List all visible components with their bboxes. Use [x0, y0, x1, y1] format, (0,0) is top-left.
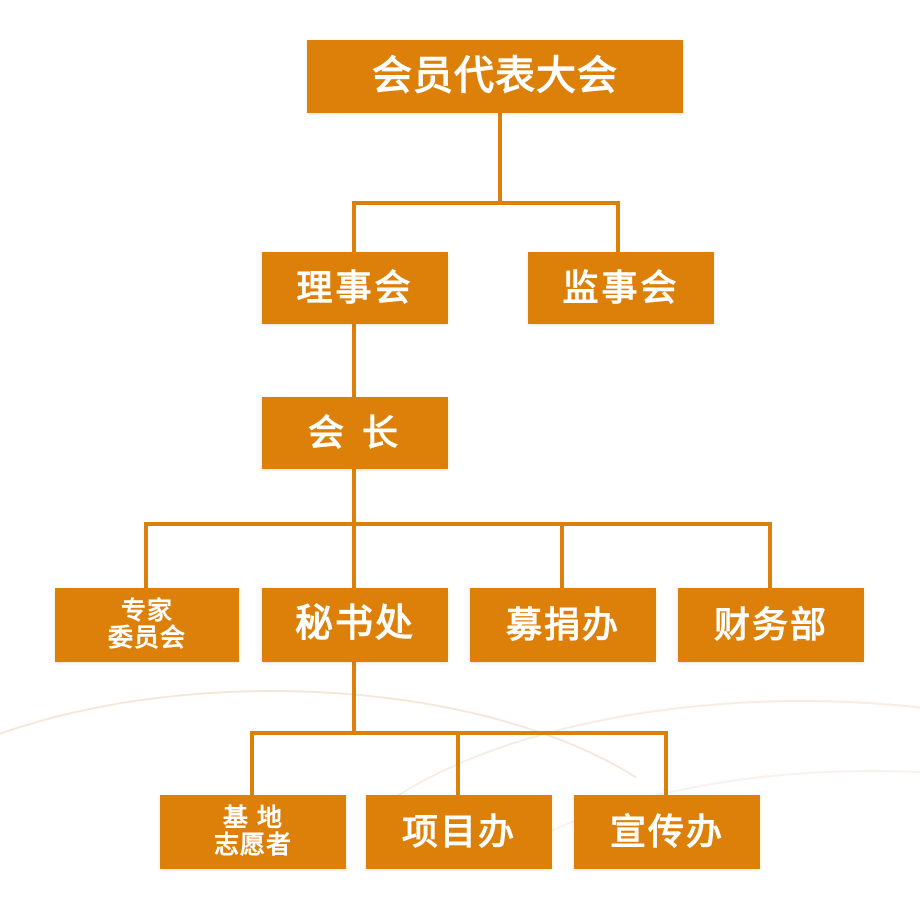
org-node-publicity-office[interactable]: 宣传办	[574, 795, 760, 869]
connector-drop-finance-department	[768, 522, 772, 590]
org-node-secretariat[interactable]: 秘书处	[262, 588, 448, 662]
connector-bus-level4	[144, 522, 772, 526]
connector-drop-board-directors	[352, 201, 356, 254]
connector-drop-expert-committee	[144, 522, 148, 590]
connector-bus-level2	[352, 201, 620, 205]
connector-drop-base-volunteers	[250, 731, 254, 797]
connector-drop-project-office	[456, 731, 460, 797]
org-node-assembly[interactable]: 会员代表大会	[307, 40, 683, 113]
connector-drop-secretariat	[352, 522, 356, 590]
org-node-board-supervisors[interactable]: 监事会	[528, 252, 714, 324]
org-node-finance-department[interactable]: 财务部	[678, 588, 864, 662]
connector-stem-directors-president	[352, 324, 356, 399]
connector-stem-president-down	[352, 469, 356, 526]
connector-stem-assembly-down	[498, 113, 502, 205]
connector-drop-publicity-office	[664, 731, 668, 797]
org-node-board-directors[interactable]: 理事会	[262, 252, 448, 324]
connector-stem-secretariat-down	[352, 662, 356, 735]
org-node-expert-committee[interactable]: 专家 委员会	[55, 588, 239, 662]
connector-drop-board-supervisors	[616, 201, 620, 254]
org-node-project-office[interactable]: 项目办	[366, 795, 552, 869]
org-node-base-volunteers[interactable]: 基 地 志愿者	[160, 795, 346, 869]
org-node-donation-office[interactable]: 募捐办	[470, 588, 656, 662]
connector-drop-donation-office	[560, 522, 564, 590]
org-node-president[interactable]: 会 长	[262, 397, 448, 469]
